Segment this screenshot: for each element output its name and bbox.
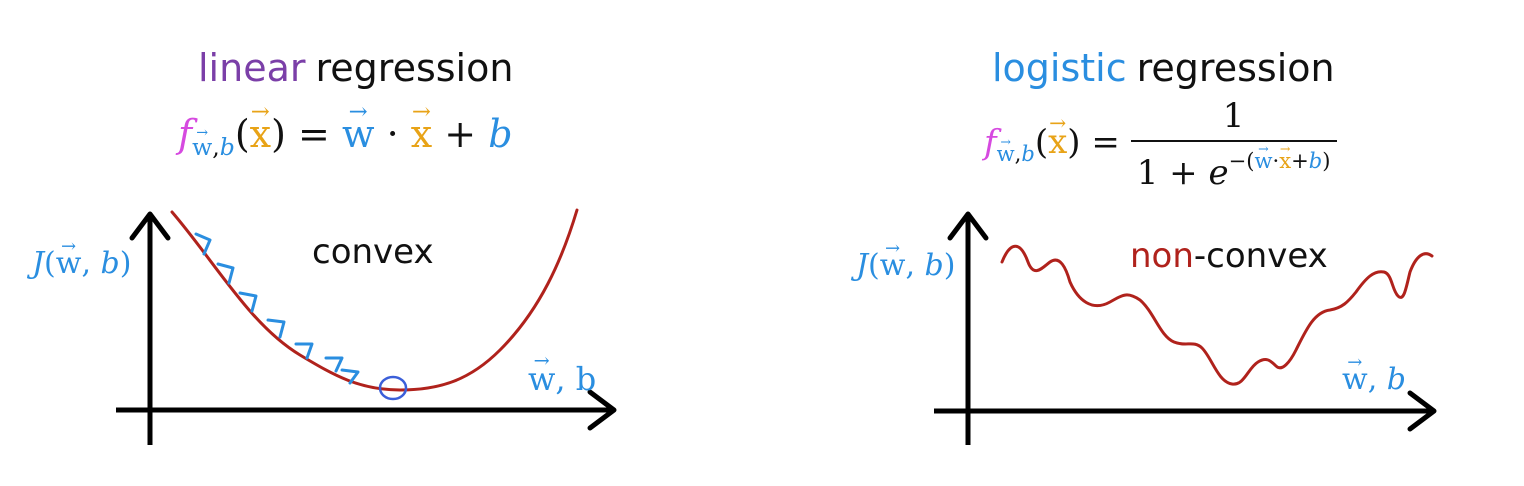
descent-arrow-7 <box>340 368 360 385</box>
right-axes <box>934 211 1437 445</box>
non-convex-curve <box>1000 244 1434 386</box>
left-formula: fw,b(x) = w · x + b <box>178 112 513 161</box>
right-y-arrowhead <box>947 211 989 241</box>
right-formula: fw,b(x) = 1 1 + e−(w·x+b) <box>984 96 1337 193</box>
convex-curve <box>170 208 579 392</box>
right-f-subscript: w,b <box>997 141 1035 166</box>
descent-arrow-4 <box>266 318 286 339</box>
left-f-subscript: w,b <box>192 133 235 161</box>
right-x-arrowhead <box>1407 390 1437 432</box>
descent-arrow-5 <box>294 342 314 360</box>
left-f: f <box>178 112 193 156</box>
right-title-rest: regression <box>1136 46 1335 90</box>
left-b: b <box>488 112 513 156</box>
left-title-keyword: linear <box>198 46 306 90</box>
left-w: w <box>342 112 375 156</box>
right-x: x <box>1048 122 1067 162</box>
descent-arrow-6 <box>324 356 344 373</box>
convex-label: convex <box>312 232 434 272</box>
descent-arrow-3 <box>238 291 258 313</box>
left-y-arrowhead <box>129 211 171 241</box>
right-title-keyword: logistic <box>992 46 1127 90</box>
left-x-label: w, b <box>528 360 596 398</box>
right-exponent: −(w·x+b) <box>1229 148 1331 173</box>
non-convex-label-rest: -convex <box>1193 236 1328 276</box>
descent-arrow-2 <box>216 262 235 285</box>
gradient-descent-arrows <box>194 232 360 385</box>
left-axes <box>116 211 617 445</box>
non-convex-label-non: non <box>1130 236 1194 276</box>
descent-arrow-1 <box>194 232 212 256</box>
right-fraction: 1 1 + e−(w·x+b) <box>1130 96 1337 193</box>
non-convex-label: non-convex <box>1130 236 1328 276</box>
right-denominator: 1 + e−(w·x+b) <box>1130 140 1337 193</box>
minimum-circle <box>378 375 408 401</box>
right-x-label: w, b <box>1342 362 1406 397</box>
left-title-rest: regression <box>315 46 514 90</box>
right-y-label: J(w, b) <box>856 248 955 283</box>
right-f: f <box>984 122 997 163</box>
left-y-label: J(w, b) <box>32 246 131 281</box>
left-x: x <box>250 112 271 156</box>
right-numerator: 1 <box>1222 96 1245 136</box>
left-x-arrowhead <box>587 389 617 431</box>
left-x2: x <box>411 112 432 156</box>
